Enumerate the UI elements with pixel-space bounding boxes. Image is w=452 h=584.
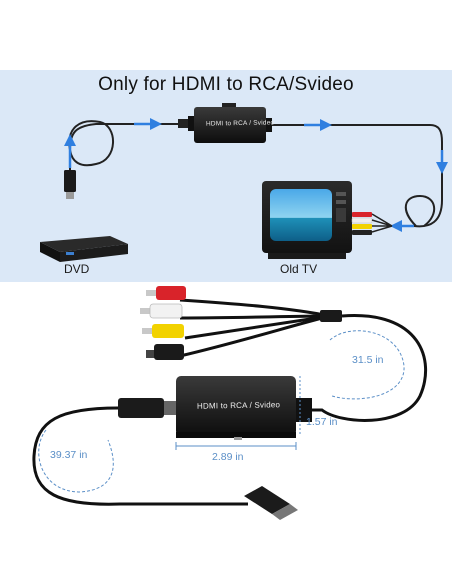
signal-flow-arrows <box>64 118 448 232</box>
usb-power-cable <box>64 120 178 199</box>
dimension-lines <box>175 376 301 450</box>
rca-plugs-small <box>351 212 393 235</box>
box-height-label: 1.57 in <box>306 416 338 428</box>
converter-box-large <box>176 376 312 440</box>
device-label-large: HDMI to RCA / Svideo <box>196 400 281 411</box>
tv-caption: Old TV <box>280 262 318 276</box>
device-label-small: HDMI to RCA / Svideo <box>205 119 275 128</box>
dvd-player <box>40 236 128 262</box>
usage-title: Only for HDMI to RCA/Svideo <box>98 74 354 95</box>
old-tv <box>262 181 352 259</box>
hdmi-cable-length-label: 39.37 in <box>50 449 88 461</box>
rca-cable-loop <box>300 314 428 422</box>
dvd-caption: DVD <box>64 262 90 276</box>
rca-cable-bundle <box>140 286 342 360</box>
hdmi-cable <box>32 398 298 520</box>
converter-box-small <box>178 103 272 143</box>
rca-cable-length-label: 31.5 in <box>352 354 384 366</box>
box-width-label: 2.89 in <box>212 451 244 463</box>
